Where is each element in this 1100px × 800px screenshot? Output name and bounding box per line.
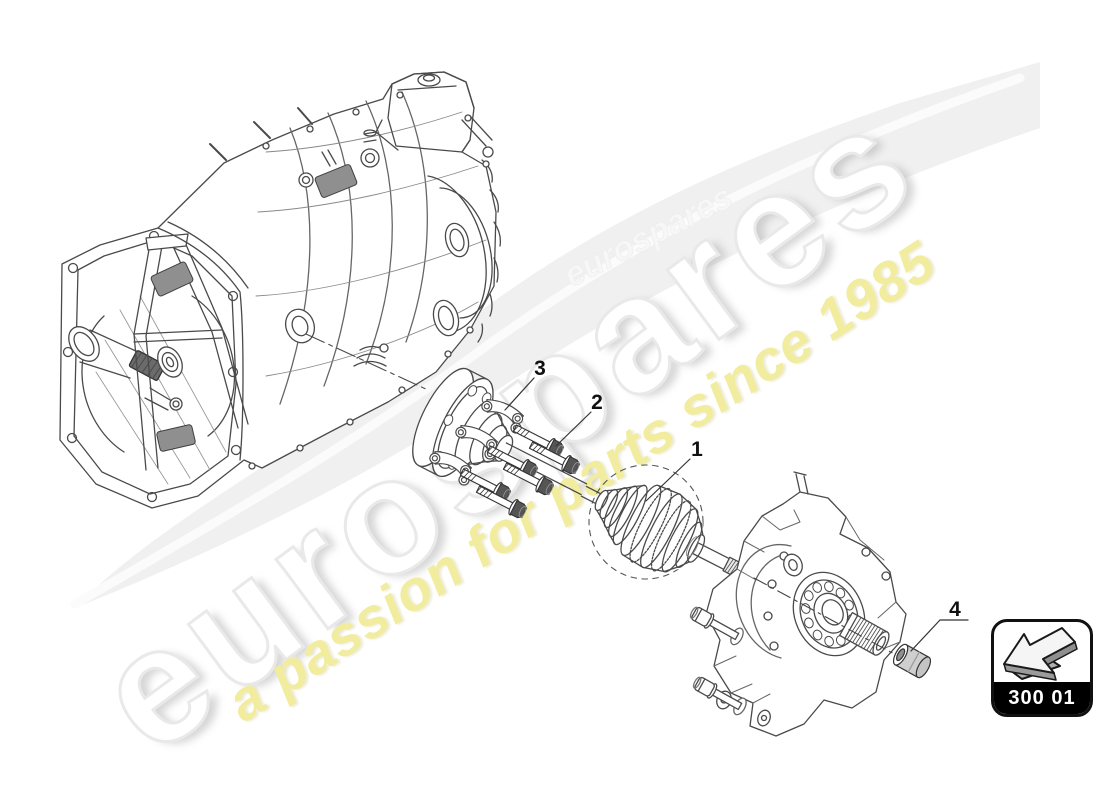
section-link-box[interactable]: 300 01 (991, 619, 1093, 717)
swoosh-highlight (70, 73, 1025, 609)
hub-carrier-drawing (689, 471, 907, 737)
callout-leader-lines (504, 377, 969, 652)
swoosh-band (75, 62, 1040, 608)
section-code-label: 300 01 (994, 682, 1090, 714)
lock-plates-drawing (429, 398, 525, 486)
callout-2[interactable]: 2 (591, 391, 603, 414)
callout-3[interactable]: 3 (534, 357, 546, 380)
nut-drawing (892, 643, 932, 679)
axis-centerline (753, 577, 899, 657)
drive-flange-drawing (412, 367, 588, 496)
gearbox-drawing (59, 71, 502, 509)
cv-joint-dashed-outline (588, 464, 704, 580)
callout-1[interactable]: 1 (691, 438, 703, 461)
callout-4[interactable]: 4 (949, 598, 961, 621)
flange-bolts-drawing (459, 424, 581, 519)
removal-direction-arrow-icon (1003, 627, 1078, 681)
